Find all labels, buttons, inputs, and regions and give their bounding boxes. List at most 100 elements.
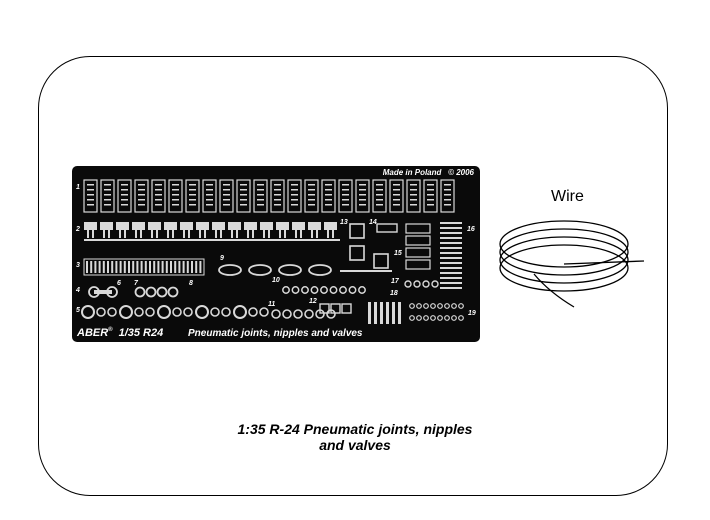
row2-part: [180, 222, 193, 230]
row1-rung: [240, 184, 247, 186]
row2-part: [116, 222, 129, 230]
part-number-16: 16: [467, 226, 475, 233]
part12-square: [330, 303, 341, 314]
row2-tooth: [295, 230, 297, 238]
row4-ring: [145, 286, 157, 298]
row1-rung: [189, 189, 196, 191]
row1-part: [185, 179, 200, 213]
part16-rib: [440, 247, 462, 249]
row5-joint: [183, 307, 193, 317]
row2-tooth: [108, 230, 110, 238]
part-number-4: 4: [76, 287, 80, 294]
part9-valve: [248, 264, 272, 276]
part19-ring: [409, 315, 415, 321]
row2-part: [276, 222, 289, 230]
part18-bar: [380, 302, 383, 324]
card-frame: [38, 56, 668, 496]
row1-rung: [240, 194, 247, 196]
part10-ring: [310, 286, 319, 294]
row1-rung: [325, 204, 332, 206]
part16-cell: [405, 259, 431, 270]
row1-part: [406, 179, 421, 213]
row3-rib: [199, 261, 202, 273]
row1-rung: [444, 189, 451, 191]
row1-rung: [155, 189, 162, 191]
row3-rib: [90, 261, 93, 273]
row1-rung: [121, 204, 128, 206]
row2-tooth: [263, 230, 265, 238]
part16-rib: [440, 282, 462, 284]
row1-rung: [223, 184, 230, 186]
part16-rib: [440, 277, 462, 279]
row1-rung: [274, 199, 281, 201]
row3-rib: [94, 261, 97, 273]
row1-part: [236, 179, 251, 213]
part9-valve: [278, 264, 302, 276]
part19-ring: [451, 315, 457, 321]
row1-rung: [410, 189, 417, 191]
row1-rung: [223, 204, 230, 206]
row1-rung: [87, 184, 94, 186]
part17-ring: [422, 280, 430, 288]
row3-rib: [128, 261, 130, 273]
row1-rung: [206, 184, 213, 186]
row4-ring: [167, 286, 179, 298]
row1-rung: [138, 204, 145, 206]
part18-bar: [392, 302, 395, 324]
row1-rung: [155, 204, 162, 206]
row1-rung: [444, 194, 451, 196]
made-in-label: Made in Poland: [382, 168, 442, 177]
part19-ring: [430, 303, 436, 309]
row2-tooth: [316, 230, 318, 238]
row1-rung: [121, 184, 128, 186]
row3-rib: [186, 261, 189, 273]
row1-rung: [257, 189, 264, 191]
brand-block: ABER®1/35 R24: [77, 327, 163, 339]
row1-rung: [138, 199, 145, 201]
part-number-7: 7: [134, 280, 138, 287]
row3-rib: [123, 261, 126, 273]
part-number-19: 19: [468, 310, 476, 317]
part-number-2: 2: [76, 226, 80, 233]
part16-rib: [440, 242, 462, 244]
part19-ring: [437, 303, 443, 309]
part-number-18: 18: [390, 290, 398, 297]
row3-rib: [144, 261, 147, 273]
part11-ring: [271, 309, 281, 319]
row1-rung: [87, 204, 94, 206]
row1-rung: [308, 194, 315, 196]
part10-ring: [358, 286, 366, 294]
row1-rung: [223, 199, 230, 201]
row4-link: [94, 290, 112, 294]
row1-rung: [410, 204, 417, 206]
part16-rib: [440, 267, 462, 269]
row3-rib: [132, 261, 135, 273]
row1-rung: [104, 189, 111, 191]
row5-joint: [119, 305, 133, 319]
row1-rung: [325, 194, 332, 196]
row5-joint: [81, 305, 95, 319]
part12-square: [341, 303, 352, 314]
row1-part: [440, 179, 455, 213]
part10-ring: [282, 286, 290, 294]
row3-rib: [153, 261, 156, 273]
row3-rib: [98, 261, 101, 273]
part-number-1: 1: [76, 184, 80, 191]
row2-part: [260, 222, 273, 230]
row1-rung: [359, 189, 366, 191]
row1-rung: [274, 184, 281, 186]
part16-cell: [405, 247, 431, 258]
part16-rib: [440, 232, 462, 234]
row1-rung: [172, 194, 179, 196]
part9-valve: [218, 264, 242, 276]
part10-ring: [291, 286, 300, 294]
row1-part: [304, 179, 319, 213]
row1-rung: [240, 199, 247, 201]
caption: 1:35 R-24 Pneumatic joints, nipples and …: [0, 421, 710, 453]
row1-rung: [240, 204, 247, 206]
row1-rung: [274, 194, 281, 196]
row2-tooth: [327, 230, 329, 238]
part19-ring: [437, 315, 443, 321]
row2-tooth: [284, 230, 286, 238]
row1-rung: [359, 184, 366, 186]
